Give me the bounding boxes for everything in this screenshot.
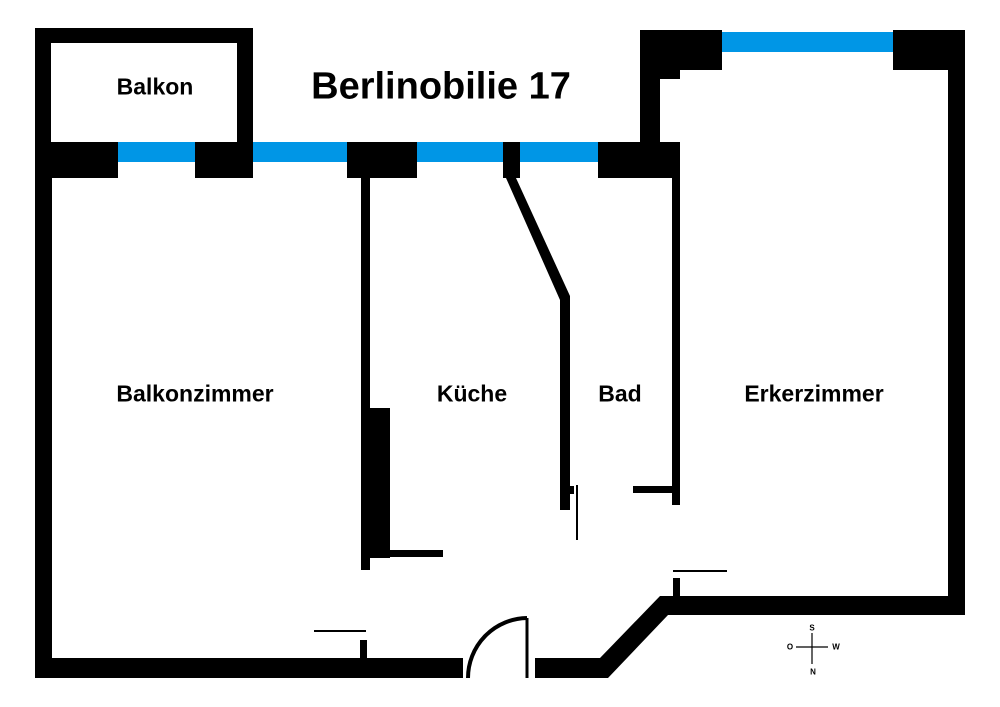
compass-label-right: W — [832, 642, 840, 652]
wall — [568, 486, 574, 494]
window — [520, 142, 598, 162]
wall — [598, 142, 680, 178]
wall — [35, 28, 51, 145]
wall — [367, 550, 443, 557]
wall — [673, 578, 680, 596]
room-label-balkonzimmer: Balkonzimmer — [116, 380, 274, 407]
windows — [118, 32, 893, 162]
compass-label-bottom: N — [810, 667, 816, 677]
wall — [347, 142, 417, 178]
wall — [503, 142, 520, 178]
door-jamb — [460, 658, 463, 678]
window — [253, 142, 347, 162]
window — [722, 32, 893, 52]
compass-label-top: S — [809, 623, 815, 633]
wall — [195, 142, 253, 178]
wall — [535, 596, 965, 678]
window — [417, 142, 503, 162]
compass-label-left: O — [786, 642, 794, 652]
wall — [35, 142, 52, 678]
wall — [633, 486, 680, 493]
entrance-door-swing — [466, 616, 528, 679]
room-label-erkerzimmer: Erkerzimmer — [744, 380, 884, 407]
wall — [361, 178, 370, 570]
room-label-bad: Bad — [598, 380, 642, 407]
doors — [314, 485, 727, 679]
walls — [35, 28, 965, 678]
room-label-kueche: Küche — [436, 380, 508, 407]
wall — [237, 28, 253, 145]
wall — [367, 408, 390, 558]
wall — [660, 66, 680, 79]
plan-title: Berlinobilie 17 — [311, 65, 571, 108]
wall — [35, 28, 253, 43]
wall — [672, 178, 680, 505]
wall — [506, 178, 570, 510]
room-label-balkon: Balkon — [116, 73, 194, 100]
wall — [640, 30, 660, 145]
wall — [35, 658, 462, 678]
compass-icon — [796, 633, 828, 664]
window — [118, 142, 195, 162]
wall — [360, 640, 367, 658]
wall — [948, 30, 965, 615]
